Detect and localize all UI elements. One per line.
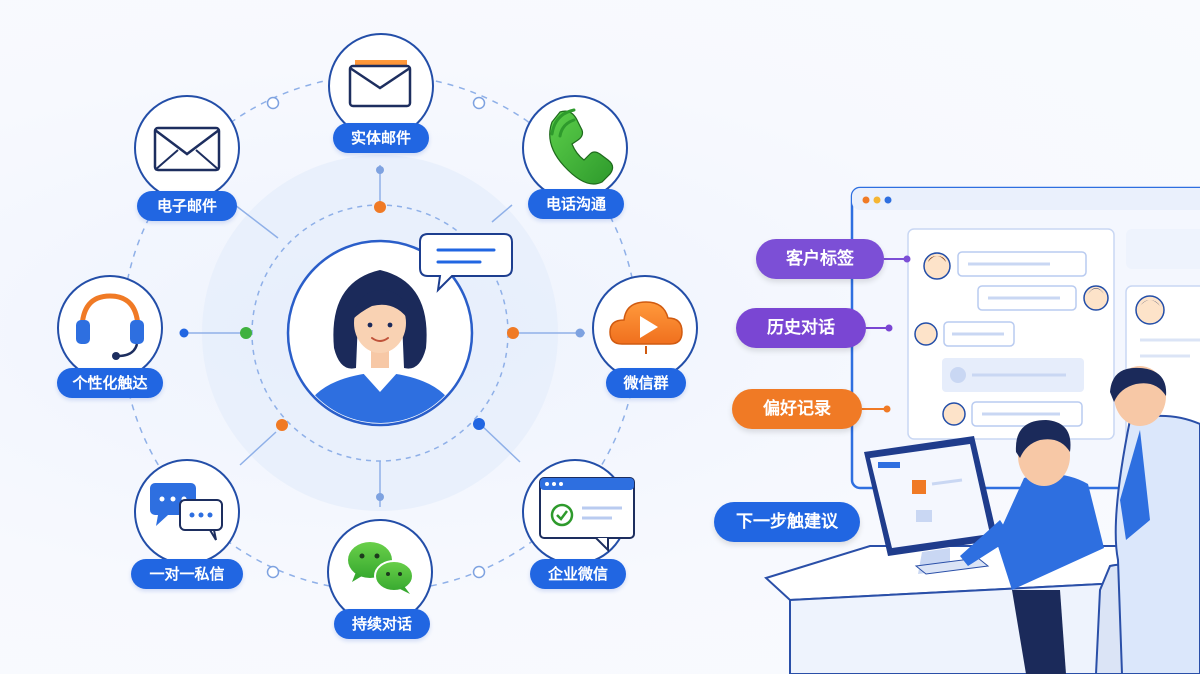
channel-label-physical-mail: 实体邮件 <box>333 123 429 153</box>
channel-label-phone: 电话沟通 <box>528 189 624 219</box>
channel-node-ongoing-chat <box>327 519 433 625</box>
orbit-dot-orange <box>374 201 386 213</box>
channel-node-wecom <box>522 459 635 565</box>
channel-node-email <box>134 95 240 201</box>
speech-bubble-icon <box>419 233 513 293</box>
tag-next-touchpoint: 下一步触建议 <box>714 502 860 542</box>
channel-node-phone <box>522 95 628 201</box>
orbit-dot-orange <box>276 419 288 431</box>
tag-customer-tags: 客户标签 <box>756 239 884 279</box>
chat-bubbles-icon <box>150 483 223 541</box>
email-envelope-icon <box>153 126 221 172</box>
orbit-dots <box>179 96 585 579</box>
channel-node-personalized-reach <box>57 275 163 381</box>
wechat-bubbles-icon <box>348 542 414 594</box>
channel-label-email: 电子邮件 <box>137 191 237 221</box>
channel-node-physical-mail <box>328 33 434 139</box>
headset-icon <box>76 293 144 360</box>
orbit-dot-green <box>240 327 252 339</box>
customer-avatar-icon <box>286 239 474 427</box>
tag-chat-history: 历史对话 <box>736 308 866 348</box>
tag-preference-records: 偏好记录 <box>732 389 862 429</box>
channel-label-wechat-group: 微信群 <box>606 368 686 398</box>
channel-label-personalized-reach: 个性化触达 <box>57 368 163 398</box>
crm-workspace-illustration <box>764 186 1200 674</box>
channel-node-wechat-group <box>592 275 698 381</box>
channel-label-ongoing-chat: 持续对话 <box>334 609 430 639</box>
channel-label-private-message: 一对一私信 <box>131 559 243 589</box>
physical-mail-envelope-icon <box>348 60 412 108</box>
video-play-cloud-icon <box>609 301 683 354</box>
orbit-dot-orange <box>507 327 519 339</box>
chat-message-rows <box>914 251 1200 427</box>
enterprise-chat-window-icon <box>539 477 635 553</box>
channel-label-wecom: 企业微信 <box>530 559 626 589</box>
phone-icon <box>549 108 614 185</box>
orbit-dot-blue <box>473 418 485 430</box>
channel-node-private-message <box>134 459 240 565</box>
